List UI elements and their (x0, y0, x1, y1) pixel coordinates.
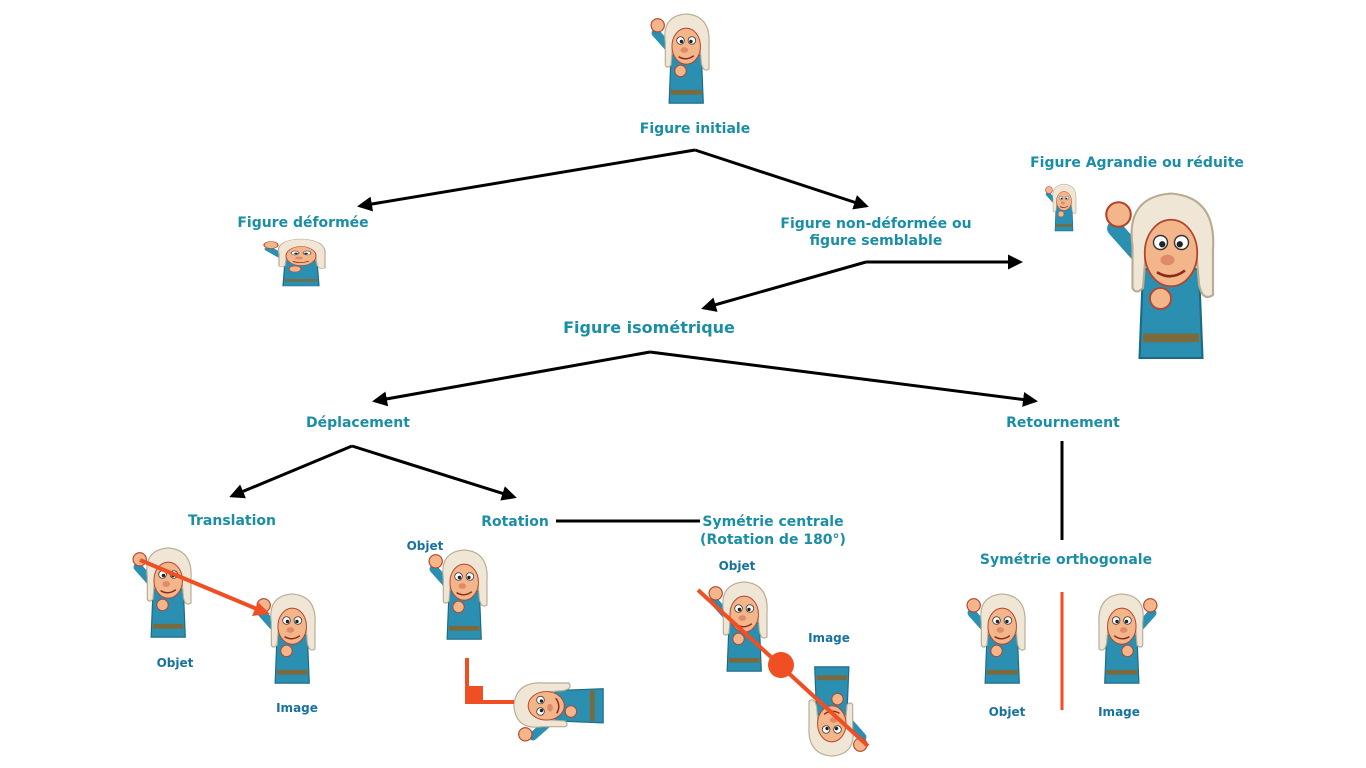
label-symetrie-orthogonale: Symétrie orthogonale (979, 552, 1153, 568)
label-translation: Translation (188, 513, 276, 529)
label-figure-isometrique: Figure isométrique (563, 318, 735, 337)
character-rotation-image-icon (514, 683, 603, 741)
character-ortho-object-icon (967, 594, 1025, 683)
diagram-arrows (229, 148, 1064, 540)
arrow-displacement-to-translation (229, 444, 353, 499)
label-figure-deformee: Figure déformée (237, 215, 369, 231)
label-figure-non-deformee-line1: Figure non-déformée ou (780, 216, 972, 232)
label-translation-image: Image (276, 701, 318, 715)
rotation-right-angle-mark (465, 658, 514, 704)
arrow-initial-to-deformed (357, 148, 696, 212)
character-ortho-image-icon (1099, 594, 1157, 683)
label-symetrie-centrale-line2: (Rotation de 180°) (700, 532, 846, 548)
label-retournement: Retournement (1006, 415, 1120, 431)
symmetry-center-point (768, 652, 794, 678)
character-small-icon (1046, 184, 1077, 231)
label-figure-non-deformee-line2: figure semblable (809, 233, 943, 249)
arrow-isometric-to-reversal (649, 350, 1038, 407)
label-central-objet: Objet (718, 559, 756, 573)
character-translation-image-icon (257, 594, 315, 683)
label-rotation-objet: Objet (406, 539, 444, 553)
label-figure-initiale: Figure initiale (639, 121, 751, 137)
arrow-isometric-to-displacement (372, 350, 651, 407)
character-deformed-icon (264, 239, 325, 286)
label-deplacement: Déplacement (306, 415, 410, 431)
character-rotation-object-icon (429, 550, 487, 639)
central-symmetry-line (696, 588, 870, 748)
translation-vector (139, 558, 270, 616)
character-central-image-icon (809, 667, 867, 756)
arrow-nondeformed-to-isometric (701, 260, 867, 312)
character-enlarged-icon (1106, 194, 1213, 359)
label-central-image: Image (808, 631, 850, 645)
character-initial-icon (651, 14, 709, 103)
label-figure-agrandie: Figure Agrandie ou réduite (1030, 155, 1244, 171)
label-ortho-objet: Objet (988, 705, 1026, 719)
arrow-initial-to-nondeformed (694, 148, 869, 210)
label-symetrie-centrale-line1: Symétrie centrale (702, 514, 844, 530)
label-translation-objet: Objet (156, 656, 194, 670)
label-rotation: Rotation (481, 514, 549, 530)
label-ortho-image: Image (1098, 705, 1140, 719)
arrow-displacement-to-rotation (351, 444, 517, 501)
